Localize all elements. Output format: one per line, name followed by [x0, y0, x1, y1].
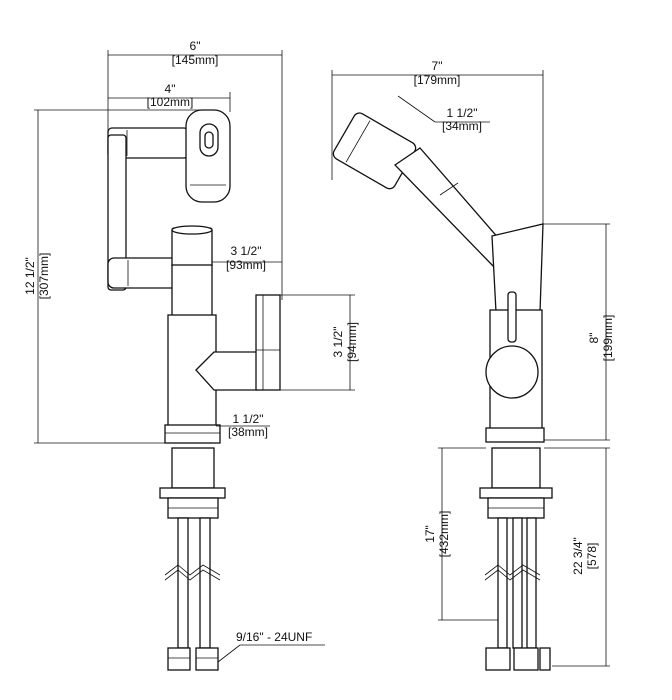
side-hoses: [484, 517, 551, 671]
handle-height-mm: [94mm]: [345, 322, 359, 362]
front-hose-nut-left: [167, 647, 191, 671]
handle-height-in: 3 1/2": [331, 327, 345, 358]
side-shank-top: [491, 447, 541, 489]
front-base-plate: [164, 424, 221, 444]
side-handle-knob: [485, 345, 539, 399]
front-handle-body: [255, 294, 281, 391]
front-spout-mm: [102mm]: [147, 95, 194, 109]
side-height-in: 8": [587, 333, 601, 344]
front-reach-mm: [93mm]: [226, 258, 266, 272]
front-width-mm: [145mm]: [172, 53, 219, 67]
hose-in: 22 3/4": [571, 537, 585, 575]
side-spray-line: [345, 120, 371, 163]
side-hose-nut-3: [539, 647, 551, 671]
side-hose-2: [512, 517, 523, 649]
front-shank-nut: [159, 487, 226, 499]
side-break-mark-2: [484, 569, 541, 581]
base-dia-mm: [38mm]: [228, 425, 268, 439]
side-hose-nut-2: [513, 647, 539, 671]
front-break-mark-2: [164, 569, 221, 581]
shank-in: 17": [423, 525, 437, 543]
front-body-cap: [171, 225, 213, 235]
side-height-mm: [199mm]: [601, 315, 615, 362]
side-shank-nut: [479, 487, 553, 499]
front-reach-in: 3 1/2": [231, 244, 262, 258]
spray-head-in: 1 1/2": [447, 106, 478, 120]
side-hose-1: [497, 517, 508, 649]
thread-label: 9/16" - 24UNF: [236, 630, 312, 644]
spray-head-mm: [34mm]: [442, 119, 482, 133]
front-shank-top: [171, 447, 215, 489]
shank-mm: [432mm]: [437, 511, 451, 558]
front-hose-nut-right: [195, 647, 219, 671]
front-width-in: 6": [190, 39, 201, 53]
side-spout-top: [491, 223, 544, 313]
side-hose-nut-1: [485, 647, 511, 671]
side-handle-lever: [507, 291, 517, 343]
hose-mm: [578]: [585, 543, 599, 570]
side-width-mm: [179mm]: [414, 73, 461, 87]
side-spray-head: [332, 112, 417, 190]
front-height-in: 12 1/2": [23, 257, 37, 295]
side-base-plate: [485, 427, 545, 443]
front-height-mm: [307mm]: [37, 253, 51, 300]
front-spout-in: 4": [165, 82, 176, 96]
side-spray-body: [332, 112, 417, 190]
front-lower-arm: [107, 257, 179, 289]
side-break-mark: [484, 564, 541, 576]
front-hose-left: [177, 517, 189, 649]
thread-leader: [217, 644, 241, 663]
side-view: 7" [179mm] 1 1/2" [34mm] 8" [199mm]: [331, 59, 615, 671]
front-view: 6" [145mm] 4" [102mm] 12 1/2" [307mm]: [23, 39, 359, 671]
front-hose-right: [199, 517, 211, 649]
base-dia-in: 1 1/2": [233, 412, 264, 426]
front-hoses: [164, 517, 221, 671]
front-spray-button-inner: [204, 131, 214, 149]
side-width-in: 7": [432, 59, 443, 73]
side-hose-3: [526, 517, 537, 649]
front-spout-pipe: [107, 134, 127, 291]
side-angled-spout: [393, 147, 501, 270]
front-body-neck: [171, 264, 213, 321]
spray-head-dim-line: [397, 95, 436, 123]
front-break-mark: [164, 564, 221, 576]
side-spout-joint: [439, 182, 459, 196]
